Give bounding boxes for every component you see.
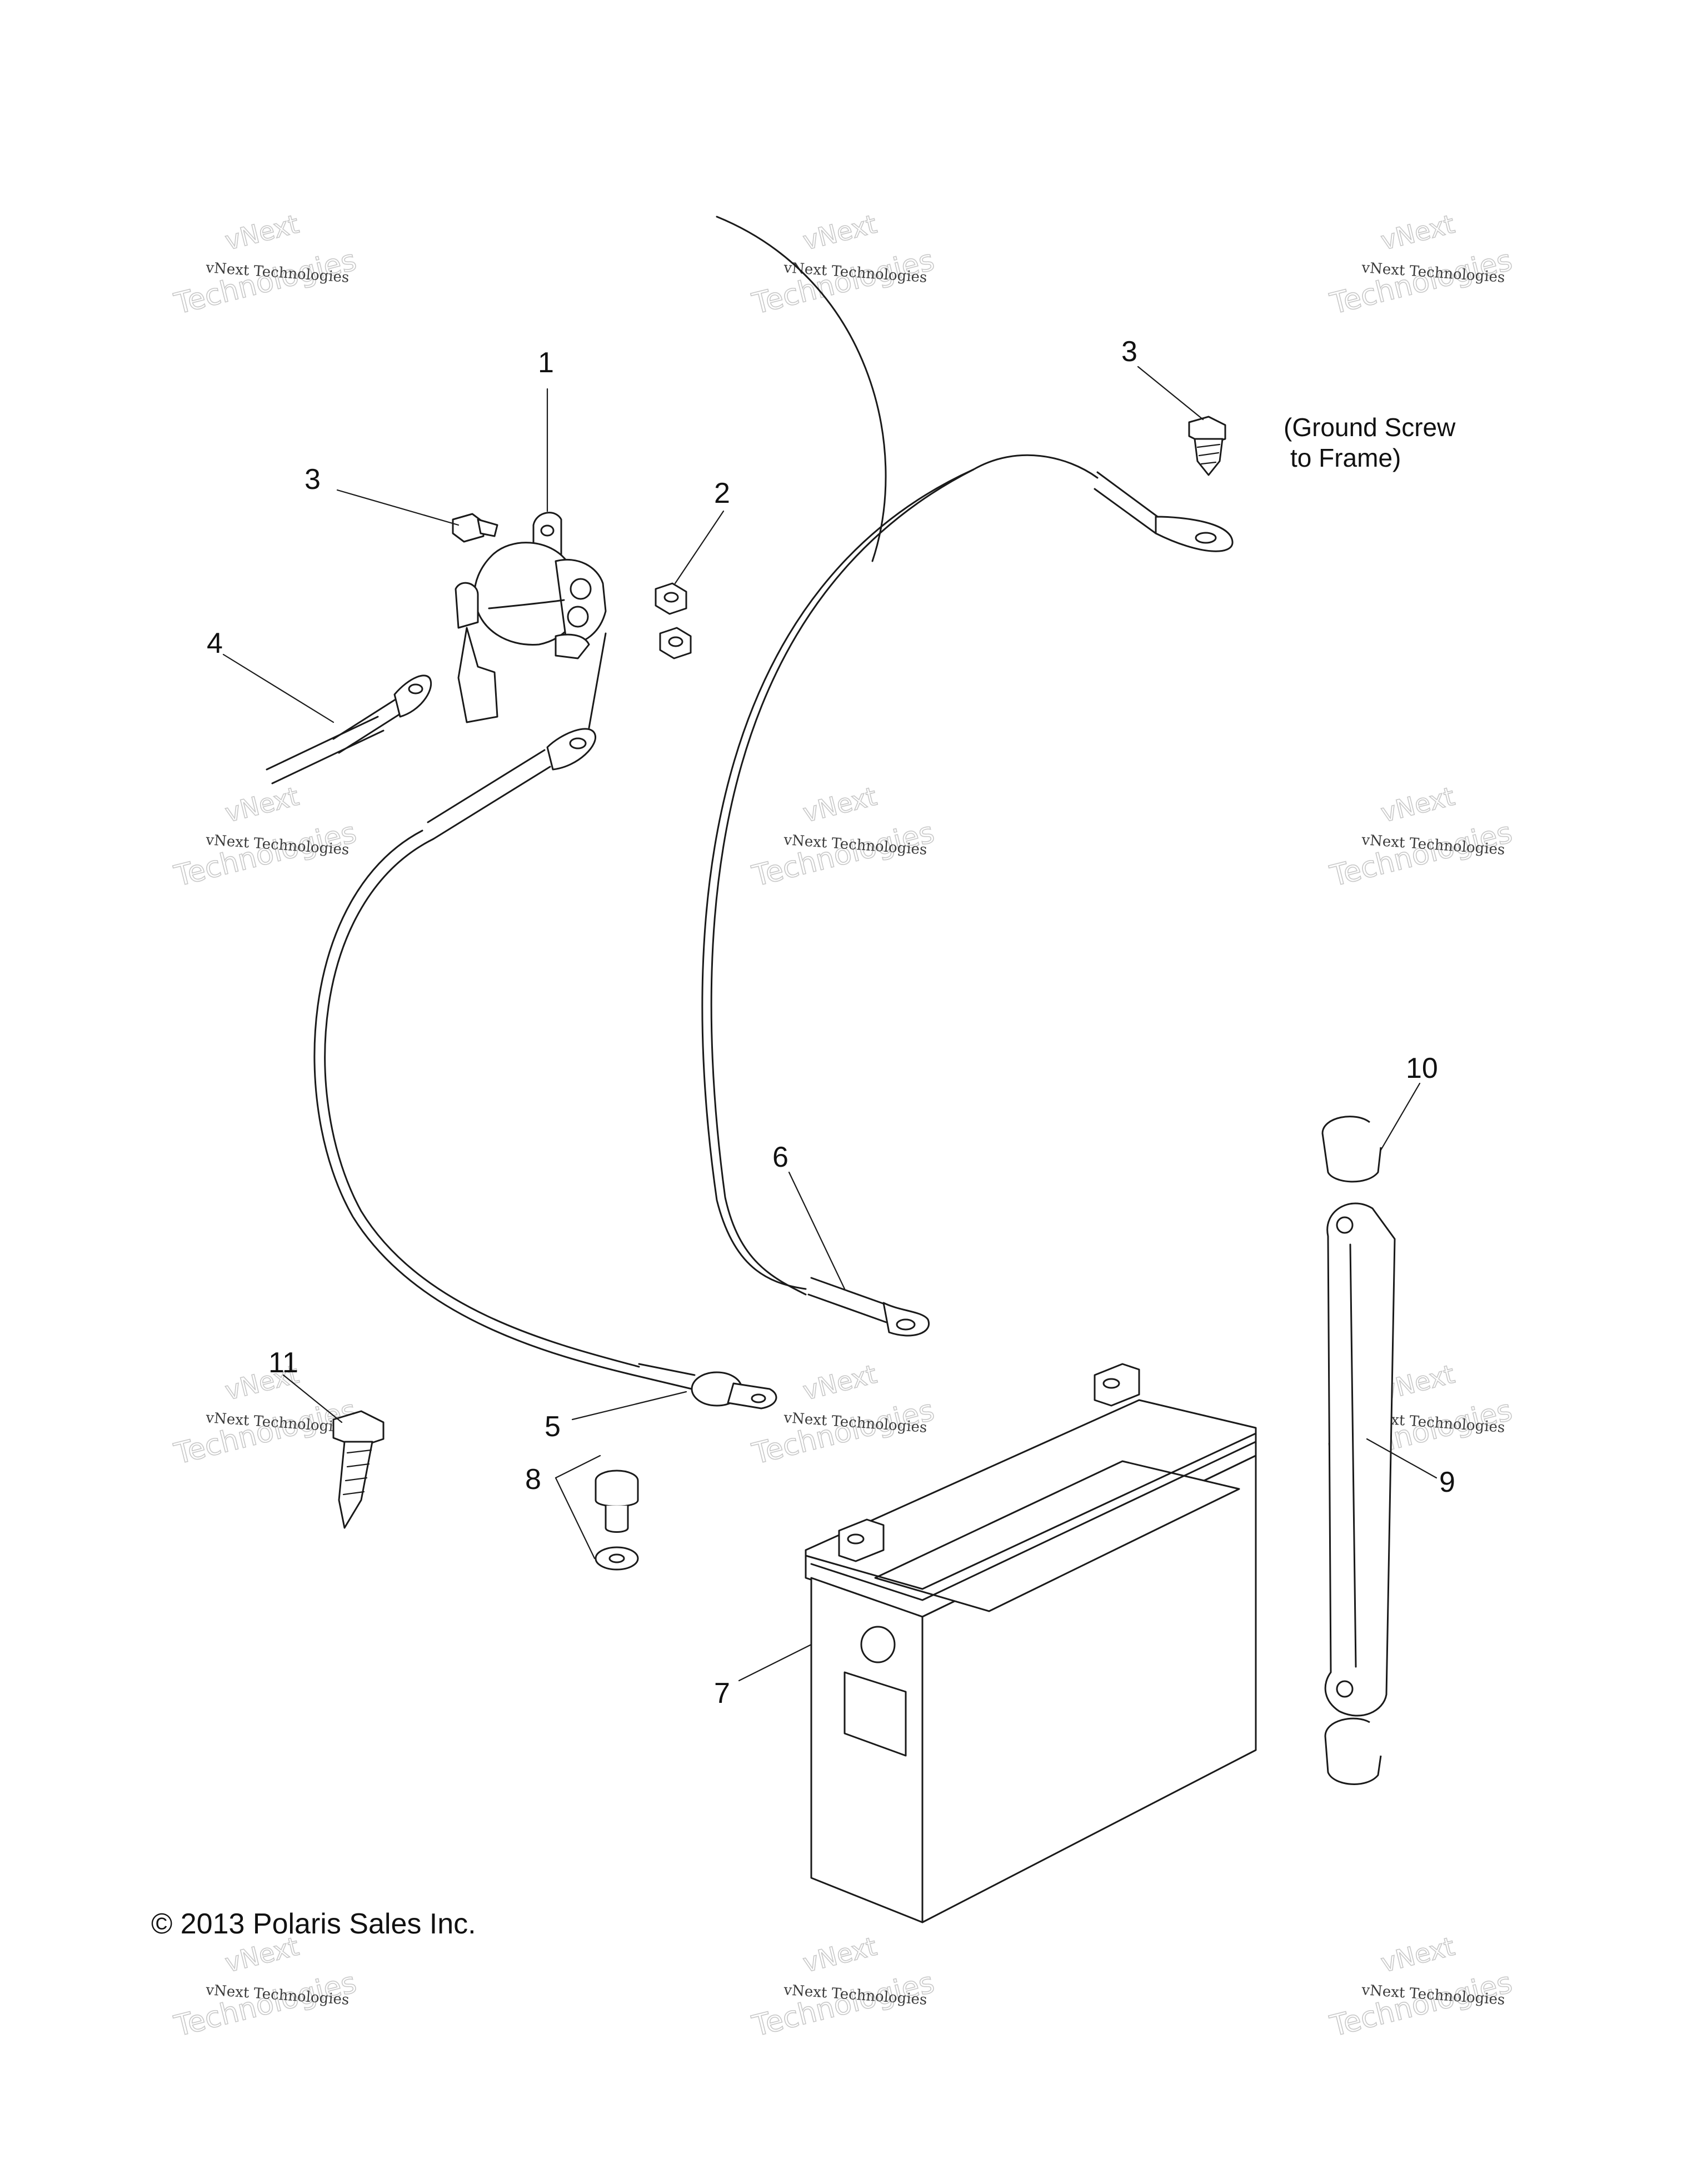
screw-part-3-solenoid — [452, 513, 498, 543]
watermark-vnext-outline: vNext — [222, 781, 302, 828]
solenoid-part-1 — [455, 512, 607, 723]
cable-6-ring-hole — [896, 1318, 916, 1331]
watermark-vnext-outline: vNext — [800, 781, 880, 828]
ground-note-line-1: (Ground Screw — [1284, 413, 1456, 442]
washer-part-8 — [595, 1546, 639, 1571]
leader-lines — [222, 366, 1438, 1682]
cable-5-upper-ring-terminal — [546, 728, 596, 771]
callout-10: 10 — [1406, 1052, 1438, 1084]
cable-5-wire — [324, 838, 640, 1368]
watermark-vnext-outline: vNext — [800, 1931, 880, 1978]
cable-4-wire — [266, 716, 385, 784]
cable-6-top-ring-terminal — [1155, 516, 1234, 552]
copyright-text: © 2013 Polaris Sales Inc. — [151, 1908, 476, 1940]
callout-11: 11 — [268, 1347, 298, 1379]
watermark-vnext-outline: vNext — [1378, 1931, 1458, 1978]
cable-6-sleeve — [807, 1277, 890, 1323]
callout-6: 6 — [772, 1141, 788, 1173]
callout-9: 9 — [1439, 1466, 1455, 1498]
cable-5-sleeve — [427, 749, 551, 840]
battery-part-7 — [805, 1363, 1257, 1923]
callout-3-solenoid-screw: 3 — [305, 463, 321, 496]
cable-6-main-wire — [701, 468, 975, 1290]
ground-screw-part-3 — [1188, 416, 1226, 476]
bolt-part-8 — [595, 1470, 639, 1533]
cable-6-main-wire-b — [710, 468, 975, 1296]
cable-5-clamp-hole — [751, 1393, 766, 1403]
cable-5-lower-sleeve — [632, 1363, 696, 1390]
watermark-vnext-outline: vNext — [222, 209, 302, 256]
callout-7: 7 — [714, 1677, 730, 1710]
watermark-vnext-outline: vNext — [800, 1359, 880, 1406]
watermark-vnext-outline: vNext — [1378, 209, 1458, 256]
callout-8: 8 — [525, 1463, 541, 1496]
battery-strap-part-9 — [1324, 1202, 1396, 1717]
cable-6-top-sleeve — [1094, 471, 1162, 534]
watermark-vnext-outline: vNext — [800, 209, 880, 256]
cable-5-clamp-tab — [727, 1382, 777, 1410]
callout-5: 5 — [545, 1411, 561, 1443]
callout-2: 2 — [714, 477, 730, 509]
callout-3-ground-screw: 3 — [1121, 336, 1137, 368]
strap-hook-part-10-upper — [1321, 1116, 1382, 1183]
cable-6-top-wire — [972, 454, 1099, 479]
cable-6-top-ring-hole — [1195, 532, 1217, 544]
cable-5-upper-ring-hole — [569, 737, 587, 749]
watermark-vnext-outline: vNext — [1378, 781, 1458, 828]
callout-4: 4 — [207, 627, 223, 659]
nut-part-2-upper — [655, 582, 687, 615]
ground-note-line-2: to Frame) — [1290, 443, 1401, 472]
cable-4-sleeve — [332, 699, 401, 754]
callout-1: 1 — [538, 347, 554, 379]
cable-5-wire-b — [313, 829, 635, 1376]
cable-4-ring-hole — [408, 683, 423, 694]
strap-hook-part-10-lower — [1324, 1717, 1382, 1785]
cable-4-ring-terminal — [393, 674, 432, 718]
cable-5-upper-lead — [588, 632, 607, 729]
screw-part-11 — [332, 1410, 385, 1529]
cable-6-upper-wire — [716, 216, 887, 562]
nut-part-2-lower — [659, 627, 692, 659]
